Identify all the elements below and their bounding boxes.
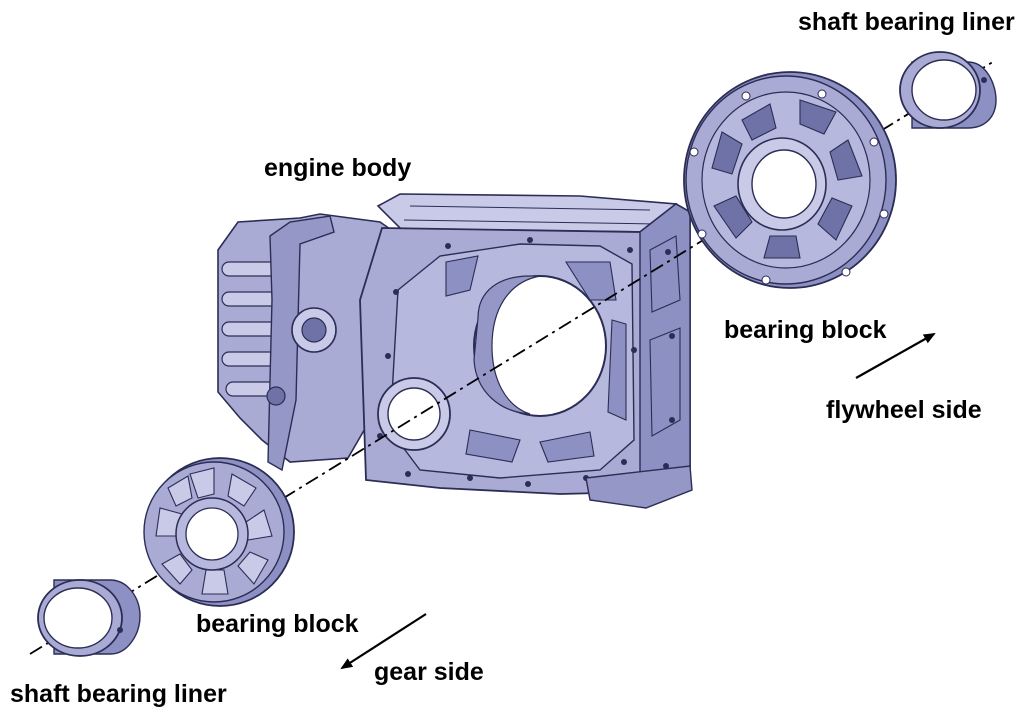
- engine-body-top-ledge: [376, 193, 678, 233]
- bearing-block-flywheel-bolt-holes: [689, 89, 889, 285]
- engine-body: [217, 193, 693, 509]
- bearing-block-flywheel-spokes: [711, 99, 863, 259]
- bearing-block-gear-spokes: [155, 467, 273, 595]
- arrow-to-gear-side-icon: [340, 613, 427, 670]
- shaft-bearing-liner-gear-side: [37, 579, 141, 657]
- label-engine-body: engine body: [264, 154, 412, 182]
- shaft-bearing-liner-flywheel-side: [899, 51, 997, 129]
- bearing-block-gear-side: [143, 457, 295, 607]
- label-gear-side: gear side: [374, 658, 484, 686]
- engine-body-pockets: [445, 235, 681, 463]
- label-shaft-bearing-liner-flywheel-side: shaft bearing liner: [798, 8, 1015, 36]
- label-flywheel-side: flywheel side: [826, 396, 982, 424]
- engine-body-lug-hole: [266, 386, 286, 406]
- label-bearing-block-gear-side: bearing block: [196, 610, 359, 638]
- engine-body-bore-wall: [473, 275, 541, 415]
- label-bearing-block-flywheel-side: bearing block: [724, 316, 887, 344]
- engine-body-mounting-foot: [585, 465, 693, 509]
- label-shaft-bearing-liner-gear-side: shaft bearing liner: [10, 680, 227, 708]
- engine-body-side-bore: [301, 317, 327, 343]
- arrow-to-flywheel-side-icon: [855, 333, 936, 379]
- bearing-block-flywheel-side: [683, 71, 897, 289]
